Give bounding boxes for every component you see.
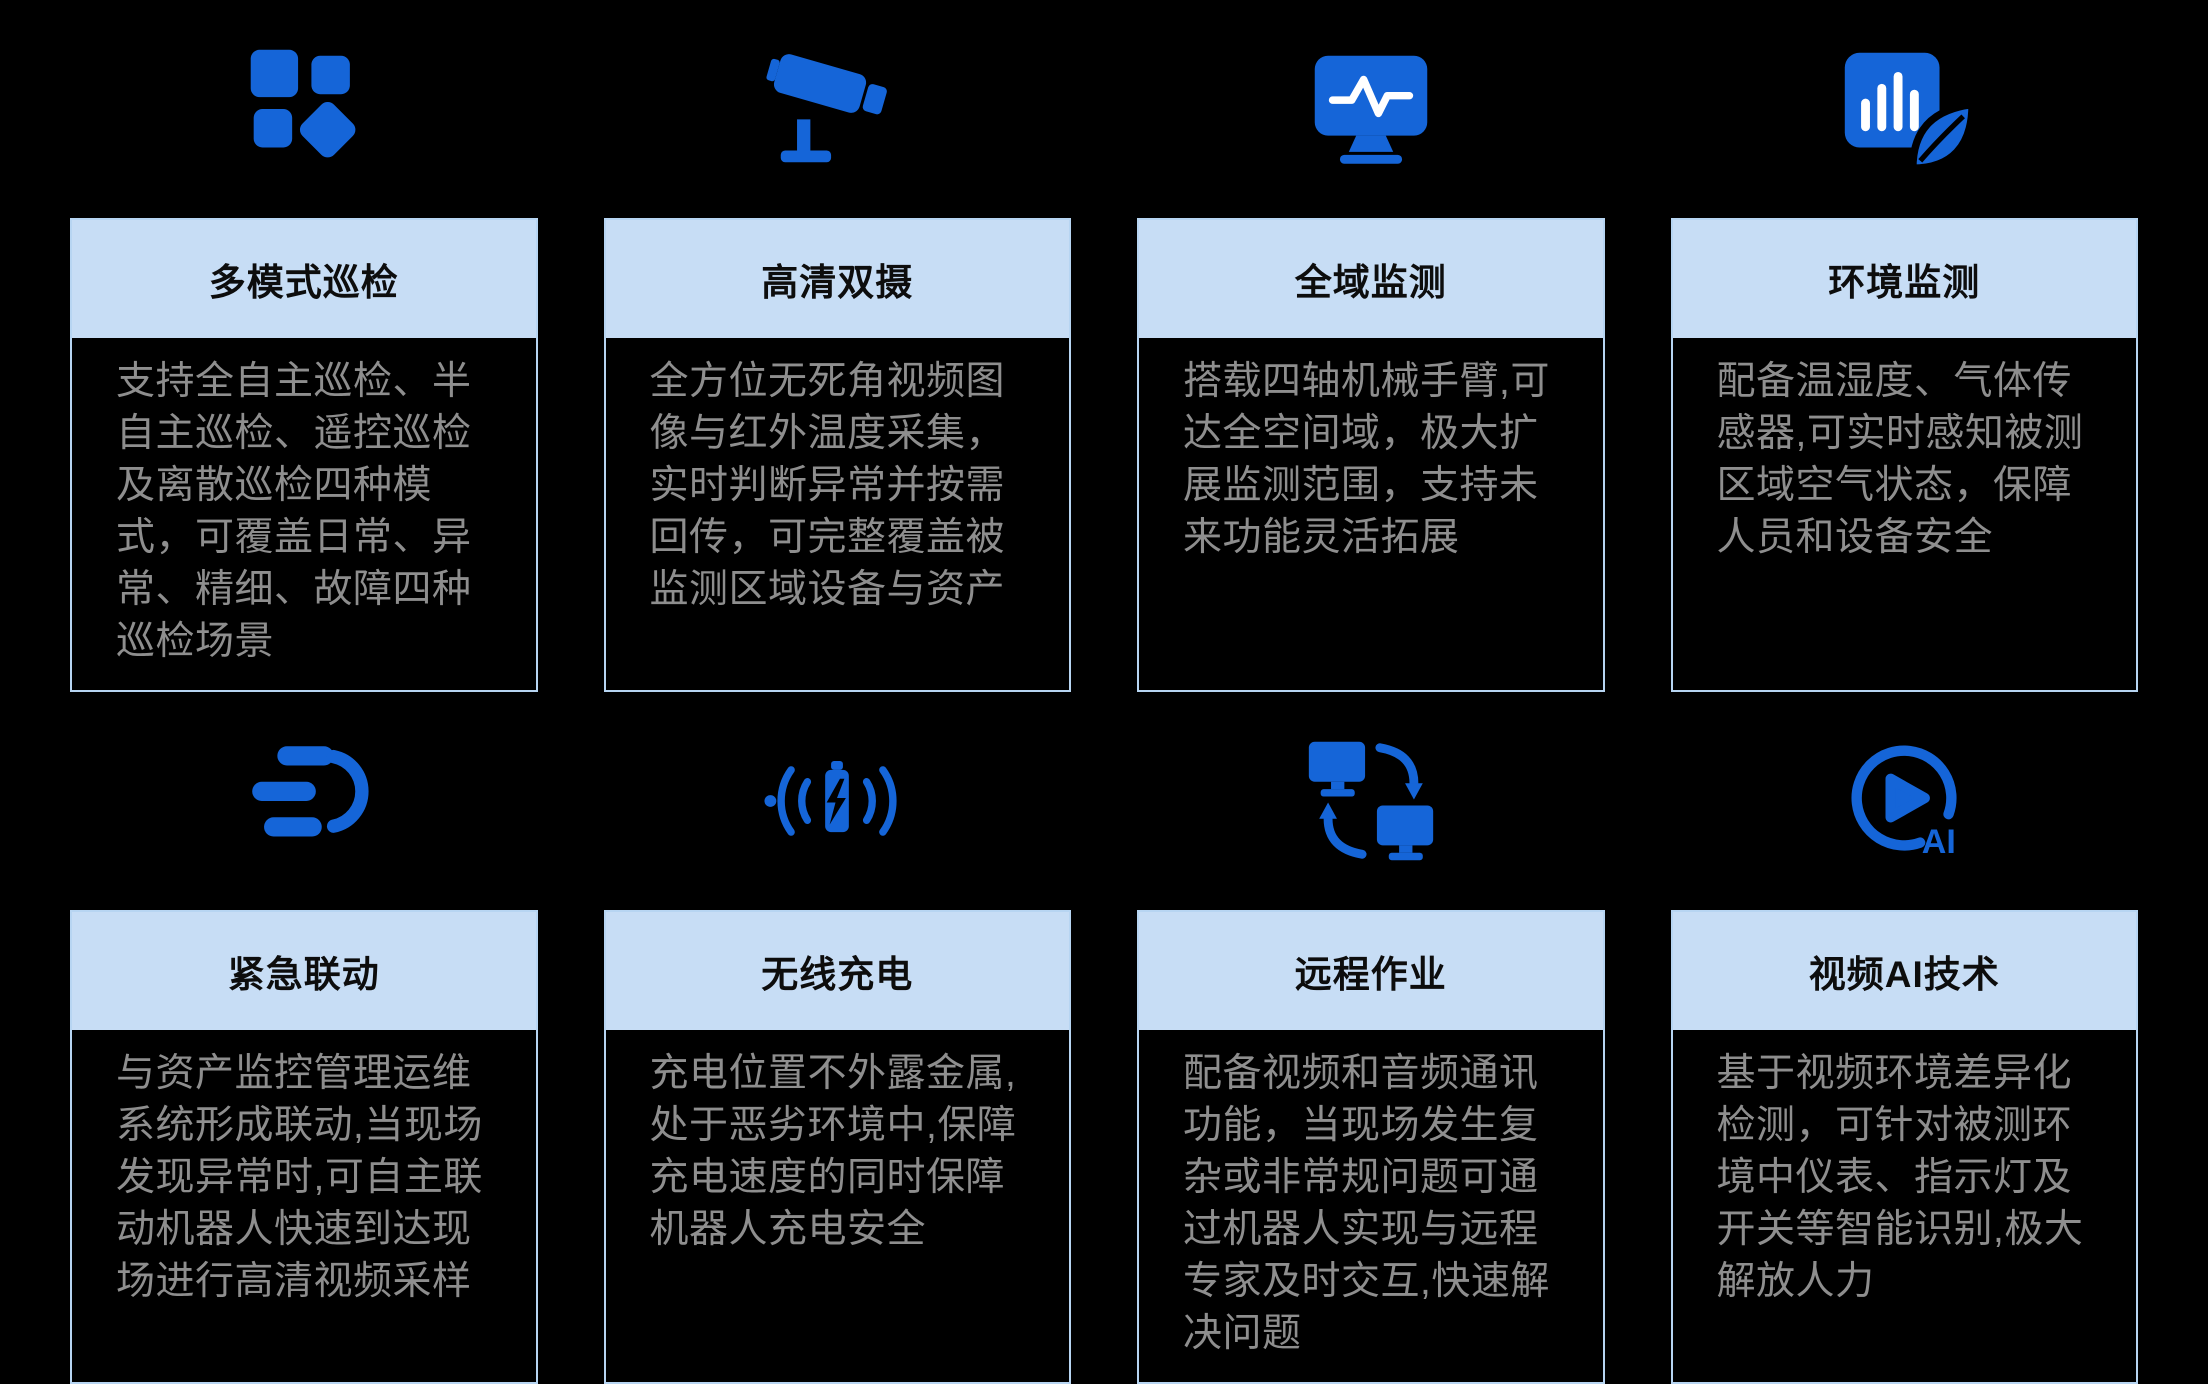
wireless-charging-icon [604,692,1072,910]
feature-card: 多模式巡检支持全自主巡检、半自主巡检、遥控巡检及离散巡检四种模式，可覆盖日常、异… [70,0,538,692]
feature-card-title: 环境监测 [1672,220,2136,338]
feature-card-title: 远程作业 [1139,912,1603,1030]
feature-card: 紧急联动与资产监控管理运维系统形成联动,当现场发现异常时,可自主联动机器人快速到… [70,692,538,1384]
feature-card-title: 多模式巡检 [72,220,536,338]
feature-card-description: 全方位无死角视频图像与红外温度采集，实时判断异常并按需回传，可完整覆盖被监测区域… [649,360,1006,611]
grid-modules-icon [70,0,538,218]
feature-card: 环境监测配备温湿度、气体传感器,可实时感知被测区域空气状态，保障人员和设备安全 [1670,0,2139,692]
feature-card-description: 充电位置不外露金属,处于恶劣环境中,保障充电速度的同时保障机器人充电安全 [649,1052,1017,1251]
feature-card-title: 视频AI技术 [1672,912,2136,1030]
feature-grid: 多模式巡检支持全自主巡检、半自主巡检、遥控巡检及离散巡检四种模式，可覆盖日常、异… [70,0,2139,1384]
feature-card: 远程作业配备视频和音频通讯功能，当现场发生复杂或非常规问题可通过机器人实现与远程… [1137,692,1605,1384]
feature-card-frame: 紧急联动与资产监控管理运维系统形成联动,当现场发现异常时,可自主联动机器人快速到… [70,910,538,1384]
feature-card: 全域监测搭载四轴机械手臂,可达全空间域，极大扩展监测范围，支持未来功能灵活拓展 [1137,0,1605,692]
feature-card-title: 紧急联动 [72,912,536,1030]
feature-card-description: 搭载四轴机械手臂,可达全空间域，极大扩展监测范围，支持未来功能灵活拓展 [1183,360,1550,559]
feature-card-frame: 高清双摄全方位无死角视频图像与红外温度采集，实时判断异常并按需回传，可完整覆盖被… [603,218,1071,692]
feature-card-description: 配备视频和音频通讯功能，当现场发生复杂或非常规问题可通过机器人实现与远程专家及时… [1183,1052,1550,1355]
video-ai-icon: AI [1671,692,2139,910]
feature-card-frame: 视频AI技术基于视频环境差异化检测，可针对被测环境中仪表、指示灯及开关等智能识别… [1670,910,2138,1384]
feature-card-description: 与资产监控管理运维系统形成联动,当现场发现异常时,可自主联动机器人快速到达现场进… [116,1052,483,1303]
feature-card-description: 配备温湿度、气体传感器,可实时感知被测区域空气状态，保障人员和设备安全 [1716,360,2084,559]
feature-card-frame: 全域监测搭载四轴机械手臂,可达全空间域，极大扩展监测范围，支持未来功能灵活拓展 [1137,218,1605,692]
chart-leaf-icon [1671,0,2139,218]
feature-card-description: 基于视频环境差异化检测，可针对被测环境中仪表、指示灯及开关等智能识别,极大解放人… [1716,1052,2084,1303]
monitor-pulse-icon [1137,0,1605,218]
feature-card-frame: 环境监测配备温湿度、气体传感器,可实时感知被测区域空气状态，保障人员和设备安全 [1670,218,2138,692]
feature-card-description: 支持全自主巡检、半自主巡检、遥控巡检及离散巡检四种模式，可覆盖日常、异常、精细、… [116,360,472,663]
remote-monitors-icon [1137,692,1605,910]
feature-card-title: 无线充电 [605,912,1069,1030]
feature-card-frame: 远程作业配备视频和音频通讯功能，当现场发生复杂或非常规问题可通过机器人实现与远程… [1137,910,1605,1384]
feature-card: AI 视频AI技术基于视频环境差异化检测，可针对被测环境中仪表、指示灯及开关等智… [1670,692,2139,1384]
linkage-icon [70,692,538,910]
feature-card: 高清双摄全方位无死角视频图像与红外温度采集，实时判断异常并按需回传，可完整覆盖被… [603,0,1072,692]
feature-card-title: 全域监测 [1139,220,1603,338]
feature-card-title: 高清双摄 [605,220,1069,338]
cctv-camera-icon [604,0,1072,218]
feature-card-frame: 无线充电充电位置不外露金属,处于恶劣环境中,保障充电速度的同时保障机器人充电安全 [603,910,1071,1384]
svg-text:AI: AI [1922,823,1956,861]
feature-card: 无线充电充电位置不外露金属,处于恶劣环境中,保障充电速度的同时保障机器人充电安全 [603,692,1072,1384]
feature-card-frame: 多模式巡检支持全自主巡检、半自主巡检、遥控巡检及离散巡检四种模式，可覆盖日常、异… [70,218,538,692]
